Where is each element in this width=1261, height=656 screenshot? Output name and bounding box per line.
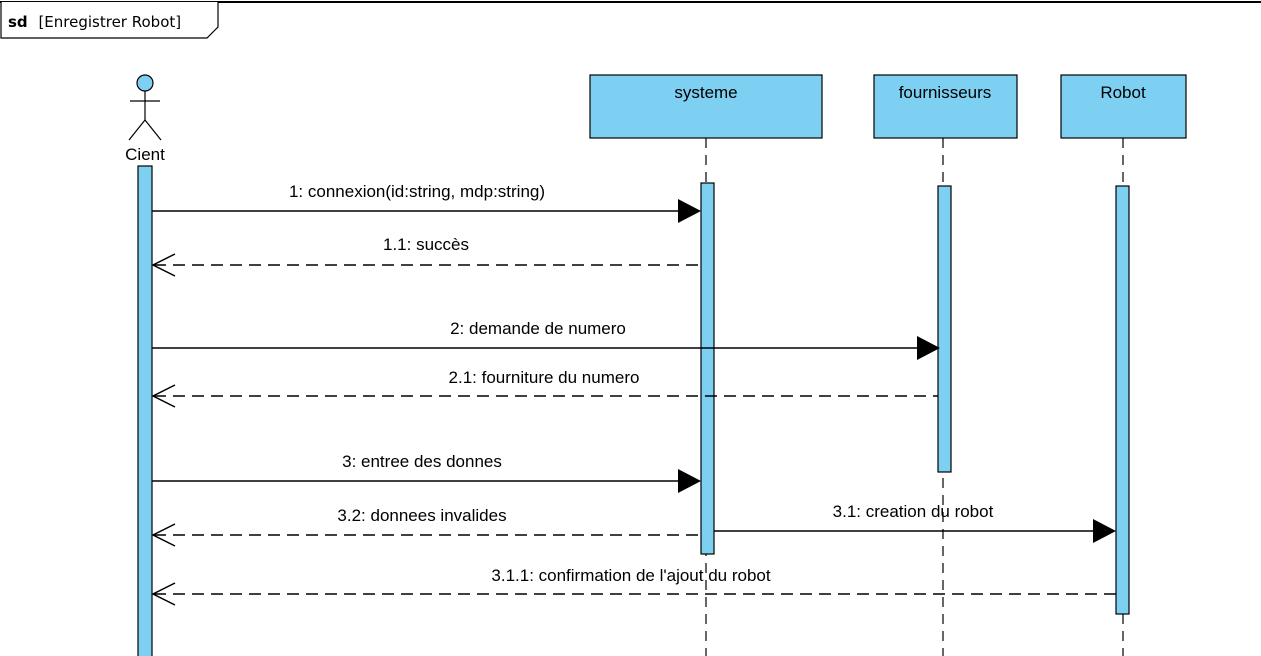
lifeline-label-robot: Robot	[1100, 83, 1146, 102]
lifeline-label-fournisseurs: fournisseurs	[899, 83, 992, 102]
lifeline-label-systeme: systeme	[674, 83, 737, 102]
message-3-1-1-label: 3.1.1: confirmation de l'ajout du robot	[491, 566, 770, 585]
message-2-1-arrowhead	[151, 384, 176, 408]
message-3-1[interactable]: 3.1: creation du robot	[714, 502, 1116, 543]
message-2-label: 2: demande de numero	[450, 319, 626, 338]
message-3[interactable]: 3: entree des donnes	[152, 452, 701, 493]
activation-bar-robot	[1115, 185, 1130, 615]
message-1-arrowhead	[678, 199, 701, 223]
actor-figure[interactable]: Cient	[125, 74, 165, 164]
lifeline-head-fournisseurs	[873, 74, 1018, 139]
lifeline-head-systeme	[589, 74, 823, 139]
actor-right-leg	[144, 119, 162, 141]
message-2-1[interactable]: 2.1: fourniture du numero	[151, 368, 938, 408]
message-3-2-arrowhead	[151, 523, 176, 547]
message-3-arrowhead	[678, 469, 701, 493]
actor-head	[136, 74, 154, 92]
actor-activation-bar	[137, 165, 153, 656]
message-3-1-arrowhead	[1093, 519, 1116, 543]
frame-tab: sd [Enregistrer Robot]	[0, 2, 219, 39]
message-1-label: 1: connexion(id:string, mdp:string)	[289, 182, 545, 201]
message-3-1-1[interactable]: 3.1.1: confirmation de l'ajout du robot	[151, 566, 1116, 606]
message-1-1-label: 1.1: succès	[383, 235, 469, 254]
message-3-1-1-arrowhead	[151, 582, 176, 606]
svg-text:sd [Enregistrer Robot]: sd [Enregistrer Robot]	[8, 13, 181, 31]
message-3-2[interactable]: 3.2: donnees invalides	[151, 506, 701, 547]
message-3-2-label: 3.2: donnees invalides	[337, 506, 506, 525]
frame-keyword: sd	[8, 13, 28, 31]
activation-bar-fournisseurs	[937, 185, 952, 473]
message-2[interactable]: 2: demande de numero	[152, 319, 940, 360]
message-3-label: 3: entree des donnes	[342, 452, 502, 471]
message-2-1-label: 2.1: fourniture du numero	[449, 368, 640, 387]
message-1-1[interactable]: 1.1: succès	[151, 235, 701, 277]
message-1[interactable]: 1: connexion(id:string, mdp:string)	[152, 182, 701, 223]
actor-name: Cient	[125, 145, 165, 164]
frame-name: [Enregistrer Robot]	[38, 13, 181, 31]
lifeline-fournisseurs[interactable]: fournisseurs	[873, 74, 1018, 656]
message-2-arrowhead	[917, 336, 940, 360]
activation-bar-systeme	[700, 182, 715, 555]
message-1-1-arrowhead	[151, 253, 176, 277]
message-3-1-label: 3.1: creation du robot	[833, 502, 994, 521]
actor-left-leg	[128, 119, 146, 141]
